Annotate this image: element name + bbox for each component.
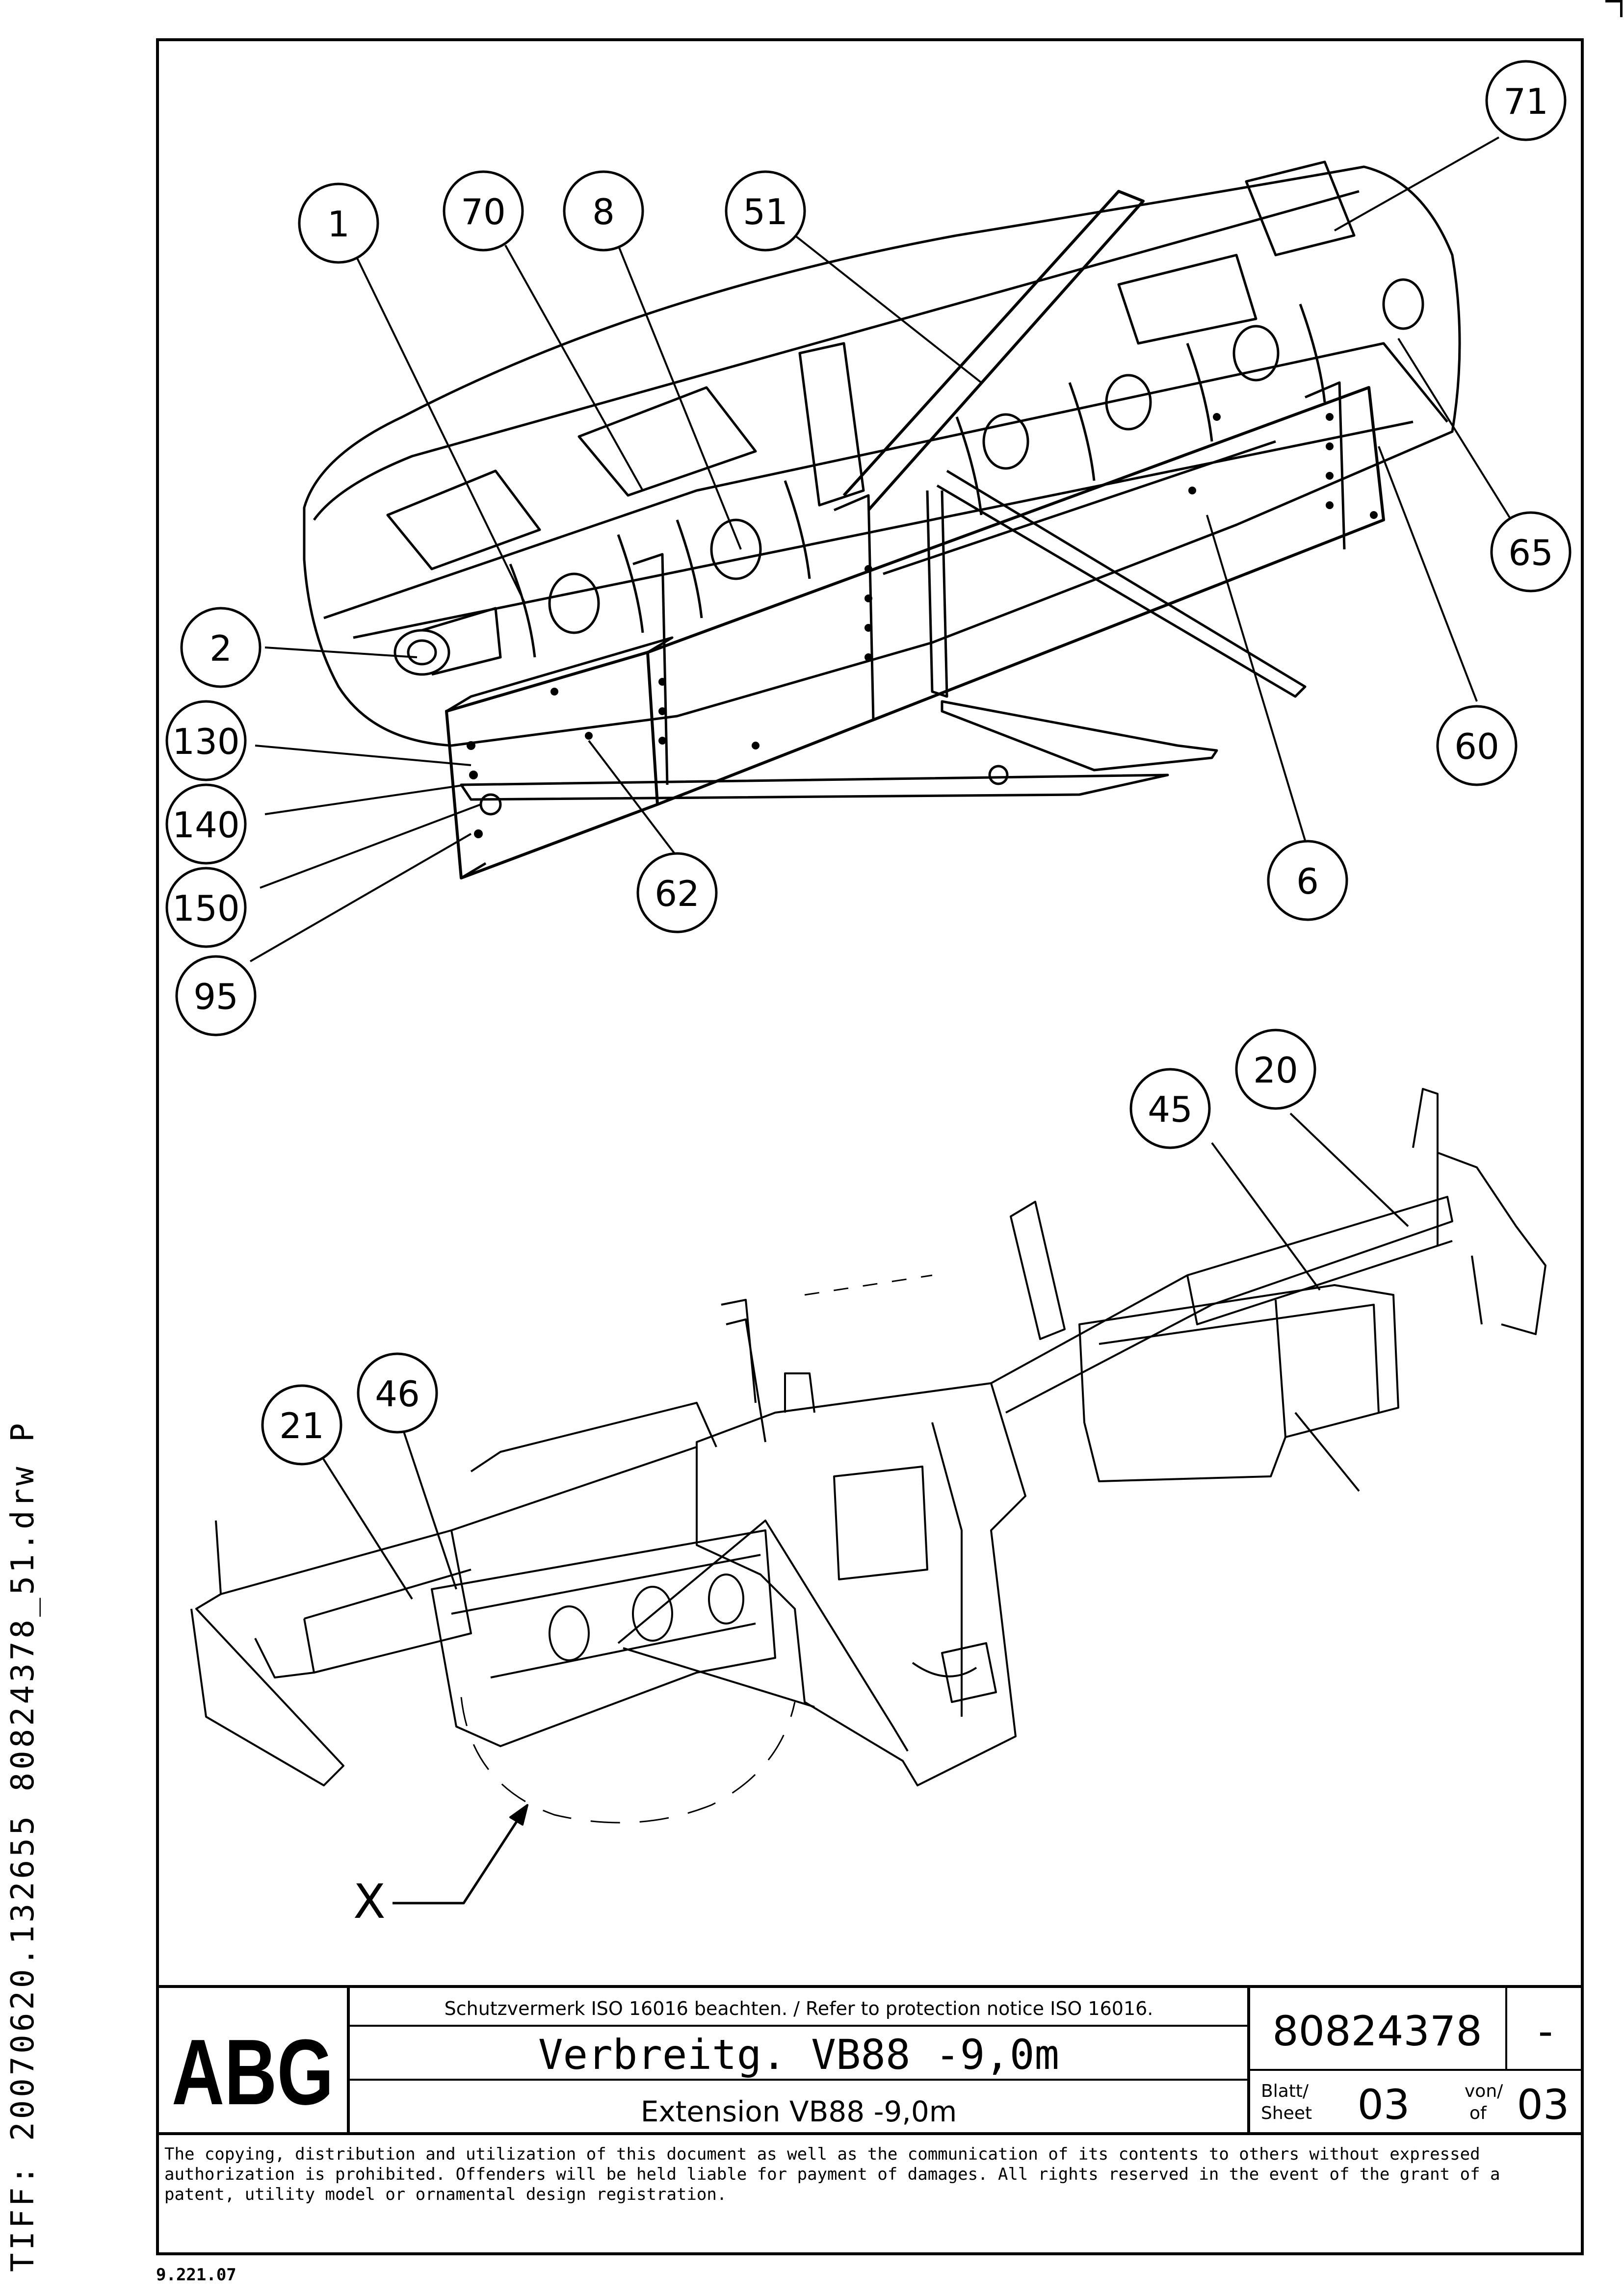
- callout-bubbles: 1 70 8 51 71 2 65 130 140 150 95 62 6 60…: [165, 60, 1572, 1466]
- title-block: [156, 1985, 1584, 2135]
- callout-8: 8: [563, 170, 644, 252]
- bottom-assembly-illustration: X: [190, 1088, 1546, 1929]
- callout-6: 6: [1267, 840, 1348, 921]
- callout-2: 2: [180, 607, 262, 688]
- callout-label: 1: [327, 204, 350, 245]
- callout-leaders: [249, 136, 1512, 1600]
- top-assembly-illustration: [303, 160, 1461, 879]
- callout-140: 140: [165, 783, 247, 865]
- sheet-frame: [156, 38, 1584, 2255]
- callout-21: 21: [261, 1384, 342, 1466]
- callout-150: 150: [165, 867, 247, 948]
- callout-1: 1: [298, 182, 379, 264]
- callout-label: 51: [743, 191, 788, 232]
- callout-label: 6: [1296, 861, 1319, 902]
- protection-notice: Schutzvermerk ISO 16016 beachten. / Refe…: [445, 1998, 1153, 2019]
- callout-71: 71: [1485, 60, 1567, 141]
- detail-x-label: X: [353, 1874, 386, 1929]
- callout-label: 60: [1454, 726, 1499, 767]
- callout-label: 20: [1253, 1050, 1298, 1091]
- revision-indicator: -: [1538, 2007, 1553, 2055]
- callout-label: 130: [172, 721, 239, 762]
- callout-label: 2: [210, 628, 232, 669]
- callout-60: 60: [1436, 705, 1518, 786]
- callout-46: 46: [357, 1352, 438, 1434]
- callout-label: 95: [193, 976, 238, 1017]
- callout-label: 45: [1148, 1089, 1193, 1130]
- callout-95: 95: [175, 955, 257, 1036]
- sheet-total: 03: [1517, 2081, 1570, 2129]
- callout-65: 65: [1490, 511, 1572, 593]
- callout-label: 8: [592, 191, 615, 232]
- drawing-title-de: Verbreitg. VB88 -9,0m: [538, 2031, 1059, 2079]
- abg-logo: ABG: [172, 2020, 334, 2124]
- of-label-de: von/: [1465, 2081, 1503, 2101]
- callout-label: 70: [461, 191, 506, 232]
- callout-20: 20: [1235, 1029, 1316, 1110]
- sheet-label-en: Sheet: [1261, 2103, 1312, 2123]
- callout-130: 130: [165, 700, 247, 781]
- drawing-title-en: Extension VB88 -9,0m: [641, 2095, 957, 2128]
- sheet-corner-mark: [1605, 0, 1623, 17]
- sheet-number: 03: [1358, 2081, 1410, 2129]
- callout-label: 150: [172, 888, 239, 929]
- callout-62: 62: [636, 852, 718, 933]
- callout-label: 46: [375, 1373, 420, 1415]
- callout-label: 65: [1508, 532, 1553, 573]
- sheet-label-de: Blatt/: [1261, 2081, 1309, 2101]
- callout-51: 51: [725, 170, 806, 252]
- of-label-en: of: [1469, 2103, 1487, 2123]
- callout-label: 62: [655, 873, 700, 914]
- callout-70: 70: [443, 170, 524, 252]
- footer-code: 9.221.07: [156, 2265, 236, 2285]
- callout-label: 21: [279, 1405, 324, 1446]
- callout-label: 140: [172, 804, 239, 846]
- drawing-number: 80824378: [1272, 2007, 1482, 2055]
- callout-label: 71: [1503, 81, 1548, 122]
- copyright-notice: The copying, distribution and utilizatio…: [164, 2144, 1500, 2204]
- callout-45: 45: [1129, 1068, 1211, 1149]
